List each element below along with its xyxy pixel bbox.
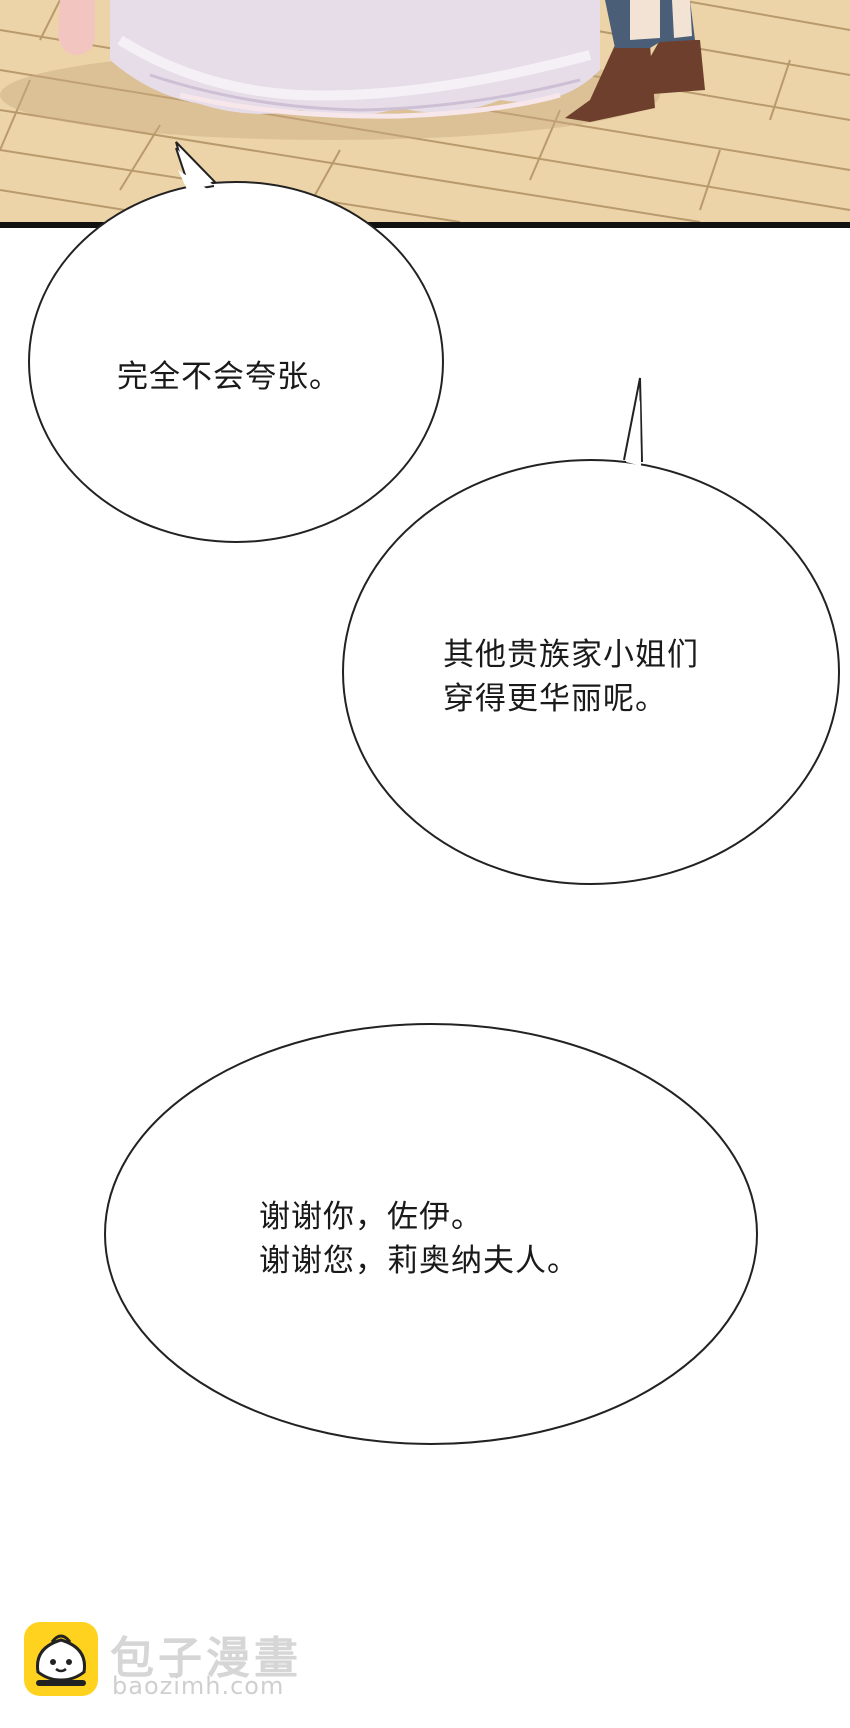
bubble-2-line-1: 其他贵族家小姐们 xyxy=(443,637,699,673)
bubble-3-line-1: 谢谢你，佐伊。 xyxy=(259,1199,483,1235)
panel-border xyxy=(0,222,850,228)
floor-scene-illustration xyxy=(0,0,850,222)
brown-boots xyxy=(565,40,705,122)
bubble-1-text: 完全不会夸张。 xyxy=(117,359,341,395)
speech-bubble-2 xyxy=(342,377,840,885)
bubble-2-line-2: 穿得更华丽呢。 xyxy=(443,681,667,717)
dress-ruffles xyxy=(110,0,600,119)
watermark: 包子漫畫 baozimh.com xyxy=(24,1622,324,1702)
bun-logo-icon xyxy=(24,1622,98,1696)
watermark-title: 包子漫畫 xyxy=(110,1633,302,1684)
speech-bubble-1 xyxy=(28,147,444,543)
illustration-panel xyxy=(0,0,850,222)
bubble-3-line-2: 谢谢您，莉奥纳夫人。 xyxy=(259,1243,579,1279)
pink-shoe xyxy=(58,0,95,55)
speech-bubble-3 xyxy=(104,1023,758,1445)
watermark-url: baozimh.com xyxy=(112,1672,285,1700)
